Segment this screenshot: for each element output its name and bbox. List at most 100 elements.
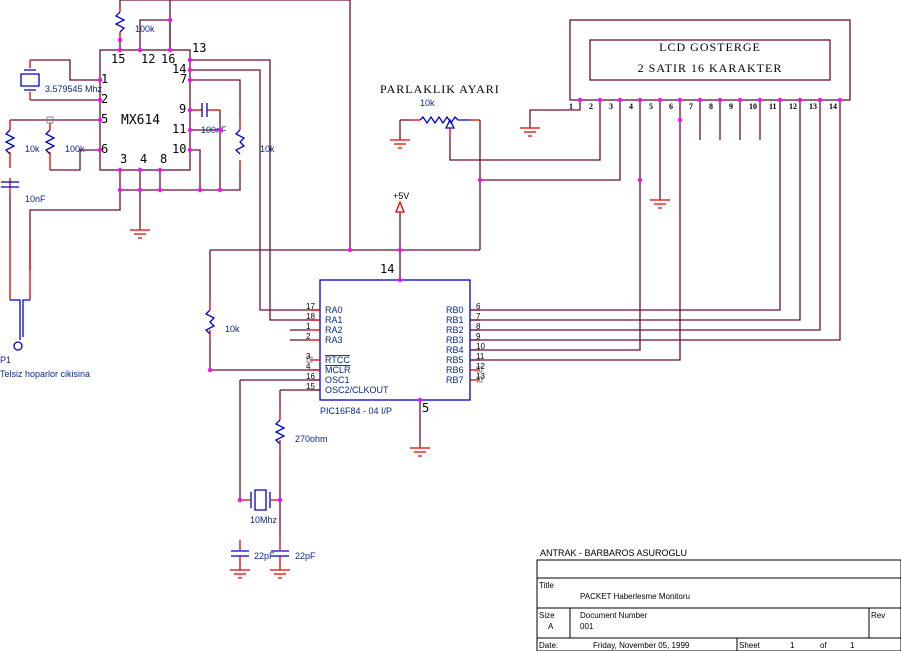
pic-pin-label: RA0	[325, 305, 343, 315]
size-value: A	[548, 622, 554, 631]
junction-dot	[117, 167, 123, 173]
mx614-pin-3: 3	[120, 152, 127, 166]
lcd-pin-num: 5	[649, 102, 653, 111]
mx614-pin-15: 15	[111, 52, 125, 66]
mx614-pin-8: 8	[160, 152, 167, 166]
junction-dot	[677, 117, 683, 123]
junction-dot	[137, 47, 143, 53]
input-filter	[1, 116, 100, 300]
r-left2-value: 100k	[65, 144, 85, 154]
junction-dot	[187, 57, 193, 63]
pic-pin-label: RB0	[446, 305, 464, 315]
junction-dot	[757, 97, 763, 103]
lcd-pin-num: 14	[829, 102, 837, 111]
r-left1-value: 10k	[25, 144, 40, 154]
pic-pin-5: 5	[422, 401, 429, 415]
r-osc-value: 270ohm	[295, 434, 328, 444]
junction-dot	[397, 247, 403, 253]
pic-pin-num: 17	[306, 302, 315, 311]
junction-dot	[117, 37, 123, 43]
connector-desc: Telsiz hoparlor cikisina	[0, 369, 90, 379]
pic-pin-label: OSC1	[325, 375, 350, 385]
junction-dot	[777, 97, 783, 103]
pic-pin-num: 13	[476, 372, 485, 381]
junction-dot	[837, 97, 843, 103]
rev-label: Rev	[871, 611, 885, 620]
c-left-value: 10nF	[25, 194, 46, 204]
junction-dot	[157, 187, 163, 193]
ground-icon	[410, 445, 430, 457]
pic-pin-label: RB3	[446, 335, 464, 345]
pic-pin-num: 18	[306, 312, 315, 321]
lcd-line2: 2 SATIR 16 KARAKTER	[638, 61, 783, 75]
pic-label: PIC16F84 - 04 I/P	[320, 406, 392, 416]
junction-dot	[187, 67, 193, 73]
pic-pin-label: MCLR	[325, 365, 351, 375]
junction-dot	[137, 187, 143, 193]
junction-dot	[167, 47, 173, 53]
vcc-symbol	[395, 200, 405, 280]
pic-pin-label: RB4	[446, 345, 464, 355]
r-pullup-value: 10k	[225, 324, 240, 334]
junction-dot	[657, 97, 663, 103]
crystal2-value: 10Mhz	[250, 515, 278, 525]
mx614-chip[interactable]: MX614 15 12 16 13 1 2 5 6 14 7 9 11 10 3…	[99, 41, 206, 171]
pic-pin-num: 4	[306, 362, 311, 371]
junction-dot	[477, 177, 483, 183]
junction-dot	[137, 167, 143, 173]
brightness-potentiometer[interactable]	[390, 100, 601, 250]
mclr-pullup	[204, 249, 480, 371]
junction-dot	[637, 177, 643, 183]
mx614-pin-13: 13	[192, 41, 206, 55]
crystal-3579545[interactable]	[20, 59, 100, 101]
junction-dot	[97, 147, 103, 153]
pic-pin-num: 16	[306, 372, 315, 381]
pic-pin-label: RA3	[325, 335, 343, 345]
junction-dot	[597, 97, 603, 103]
c-mid-value: 100nF	[201, 125, 227, 135]
lcd-pin-num: 12	[789, 102, 797, 111]
mx614-pin-14: 14	[172, 62, 186, 76]
vcc-label: +5V	[393, 191, 409, 201]
pic-pin-label: RB7	[446, 375, 464, 385]
lcd-display[interactable]: LCD GOSTERGE 2 SATIR 16 KARAKTER	[569, 19, 851, 101]
junction-dot	[187, 127, 193, 133]
junction-dot	[217, 187, 223, 193]
mx614-pin-4: 4	[140, 152, 147, 166]
sheets-value: 1	[850, 641, 855, 650]
pic-pin-num: 12	[476, 362, 485, 371]
junction-dot	[117, 47, 123, 53]
mx614-top-wiring	[29, 0, 351, 321]
pic-pin-num: 15	[306, 382, 315, 391]
date-value: Friday, November 05, 1999	[593, 641, 690, 650]
of-label: of	[820, 641, 827, 650]
lcd-screen	[589, 39, 831, 81]
lcd-pin-num: 9	[729, 102, 733, 111]
junction-dot	[417, 397, 423, 403]
lcd-pin-num: 10	[749, 102, 757, 111]
docnum-label: Document Number	[580, 611, 647, 620]
sheet-label: Sheet	[739, 641, 761, 650]
mx614-pin-2: 2	[101, 92, 108, 106]
pic-pin-14: 14	[380, 262, 394, 276]
crystal1-value: 3.579545 Mhz	[45, 84, 103, 94]
connector-p1[interactable]	[10, 299, 30, 351]
junction-dot	[197, 187, 203, 193]
junction-dot	[187, 147, 193, 153]
pic-pin-num: 11	[476, 352, 485, 361]
r-mid-value: 10k	[260, 144, 275, 154]
date-label: Date:	[539, 641, 558, 650]
junction-dot	[277, 497, 283, 503]
r-top-value: 100k	[135, 24, 155, 34]
wire-lcd3	[480, 100, 621, 181]
junction-dot	[347, 247, 353, 253]
pic-pin-label: RB1	[446, 315, 464, 325]
junction-dot	[117, 187, 123, 193]
junction-dot	[817, 97, 823, 103]
junction-dot	[237, 497, 243, 503]
pic-pin-num: 3	[306, 352, 311, 361]
